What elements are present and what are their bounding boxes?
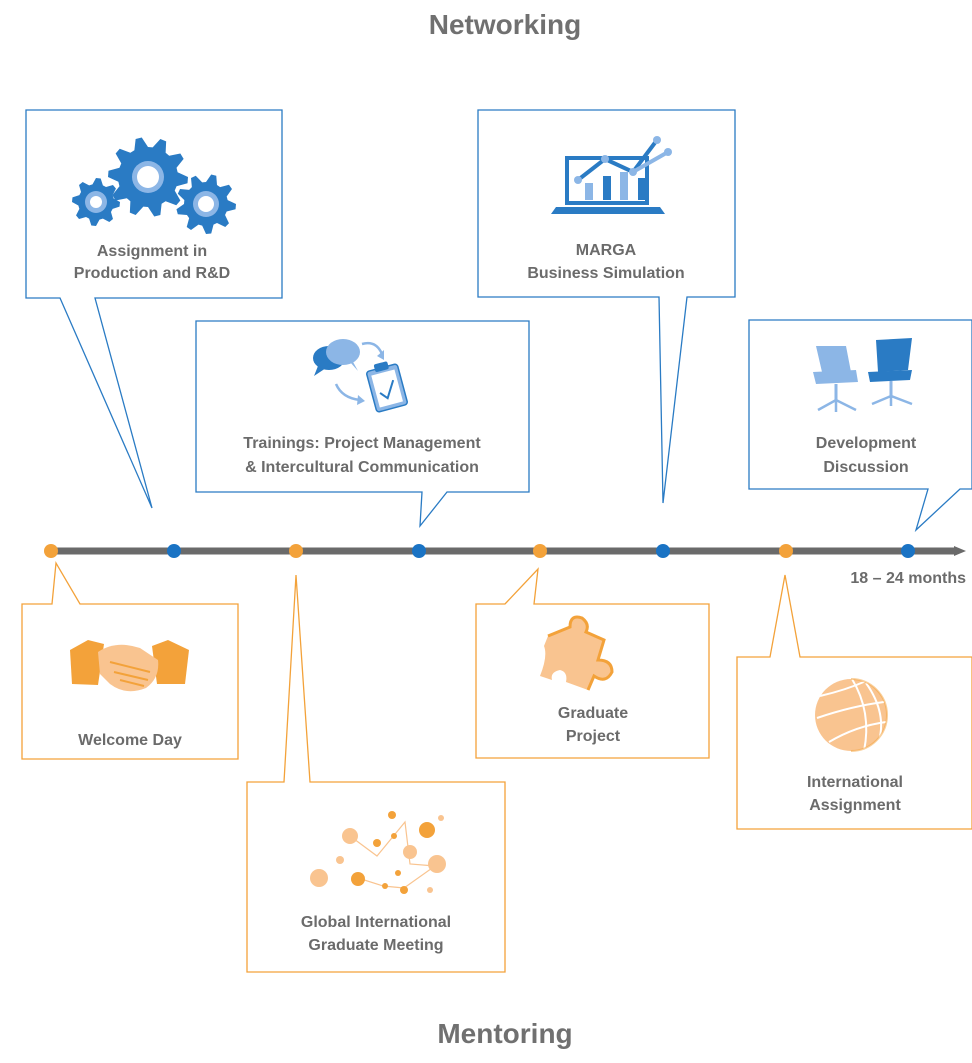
international-line1: International [807, 774, 903, 791]
callout-trainings: Trainings: Project Management & Intercul… [195, 320, 530, 529]
office-chairs-icon [813, 338, 913, 412]
timeline-dot [412, 544, 426, 558]
timeline-dots [44, 544, 915, 558]
laptop-chart-icon [551, 136, 672, 214]
trainings-line1: Trainings: Project Management [243, 435, 481, 452]
international-line2: Assignment [809, 797, 901, 814]
network-dots-icon [310, 811, 446, 894]
development-line2: Discussion [823, 459, 908, 476]
callout-global-meeting: Global International Graduate Meeting [246, 574, 506, 973]
graduate-project-line2: Project [566, 728, 621, 745]
callout-graduate-project: Graduate Project [475, 567, 710, 759]
timeline-dot [656, 544, 670, 558]
marga-line2: Business Simulation [527, 265, 684, 282]
timeline-dot [167, 544, 181, 558]
duration-label: 18 – 24 months [850, 570, 966, 587]
mentoring-heading: Mentoring [437, 1018, 572, 1049]
callout-marga: MARGA Business Simulation [477, 109, 736, 504]
handshake-icon [70, 640, 189, 692]
callout-development: Development Discussion [748, 319, 972, 533]
callout-international: International Assignment [736, 574, 972, 830]
development-line1: Development [816, 435, 917, 452]
callout-production-rd: Assignment in Production and R&D [25, 109, 283, 509]
puzzle-icon [540, 615, 614, 691]
timeline-axis [50, 546, 966, 556]
production-rd-line1: Assignment in [97, 243, 207, 260]
graduate-project-line1: Graduate [558, 705, 628, 722]
global-meeting-line1: Global International [301, 914, 451, 931]
chat-clipboard-icon [313, 339, 408, 413]
networking-heading: Networking [429, 9, 581, 40]
timeline-dot [289, 544, 303, 558]
gears-icon [72, 137, 236, 234]
timeline-dot [901, 544, 915, 558]
timeline-dot [779, 544, 793, 558]
timeline-dot [533, 544, 547, 558]
marga-line1: MARGA [576, 242, 637, 259]
production-rd-line2: Production and R&D [74, 265, 230, 282]
globe-icon [815, 678, 888, 752]
welcome-label: Welcome Day [78, 732, 182, 749]
trainings-line2: & Intercultural Communication [245, 459, 479, 476]
timeline-dot [44, 544, 58, 558]
global-meeting-line2: Graduate Meeting [308, 937, 443, 954]
callout-welcome: Welcome Day [21, 560, 239, 760]
